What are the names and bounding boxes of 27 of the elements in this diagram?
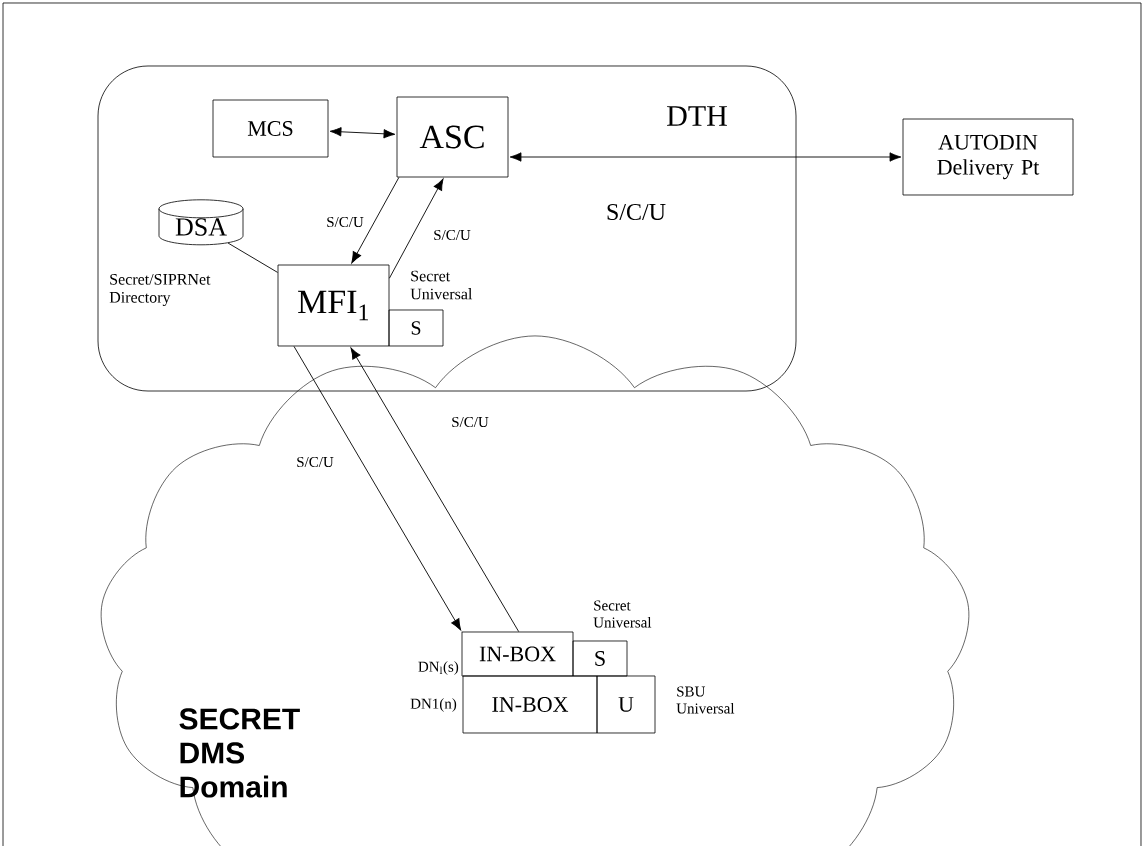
process-box: IN-BOX: [462, 675, 598, 734]
arrow: [388, 178, 444, 279]
process-box: U: [596, 675, 656, 734]
edge-label: S/C/U: [605, 202, 667, 222]
database-cylinder: DSA: [158, 199, 244, 246]
process-box: ASC: [396, 96, 509, 178]
caption-text: DN1(n): [410, 698, 457, 712]
caption-text: Secret Universal: [593, 600, 652, 628]
arrow: [329, 127, 396, 139]
arrow: [350, 347, 520, 633]
process-box: MFI$_{1}$: [277, 264, 390, 347]
caption-text: Secret Universal: [410, 270, 473, 300]
edge-label: S/C/U: [432, 228, 472, 242]
arrow: [509, 152, 902, 162]
process-box: MCS: [212, 99, 329, 158]
process-box: IN-BOX: [461, 631, 574, 677]
caption-text: SBU Universal: [676, 686, 735, 714]
edge-label: S/C/U: [450, 415, 490, 429]
process-box: AUTODIN Delivery Pt: [902, 118, 1074, 196]
arrow: [351, 176, 400, 264]
edge-label: S/C/U: [325, 215, 365, 229]
caption-text: Secret/SIPRNet Directory: [109, 274, 211, 306]
arrow: [293, 345, 462, 631]
process-box: S: [572, 640, 628, 677]
process-box: S: [388, 309, 444, 347]
caption-text: DN$_{l}$(s): [418, 661, 459, 675]
edge-label: S/C/U: [295, 455, 335, 469]
